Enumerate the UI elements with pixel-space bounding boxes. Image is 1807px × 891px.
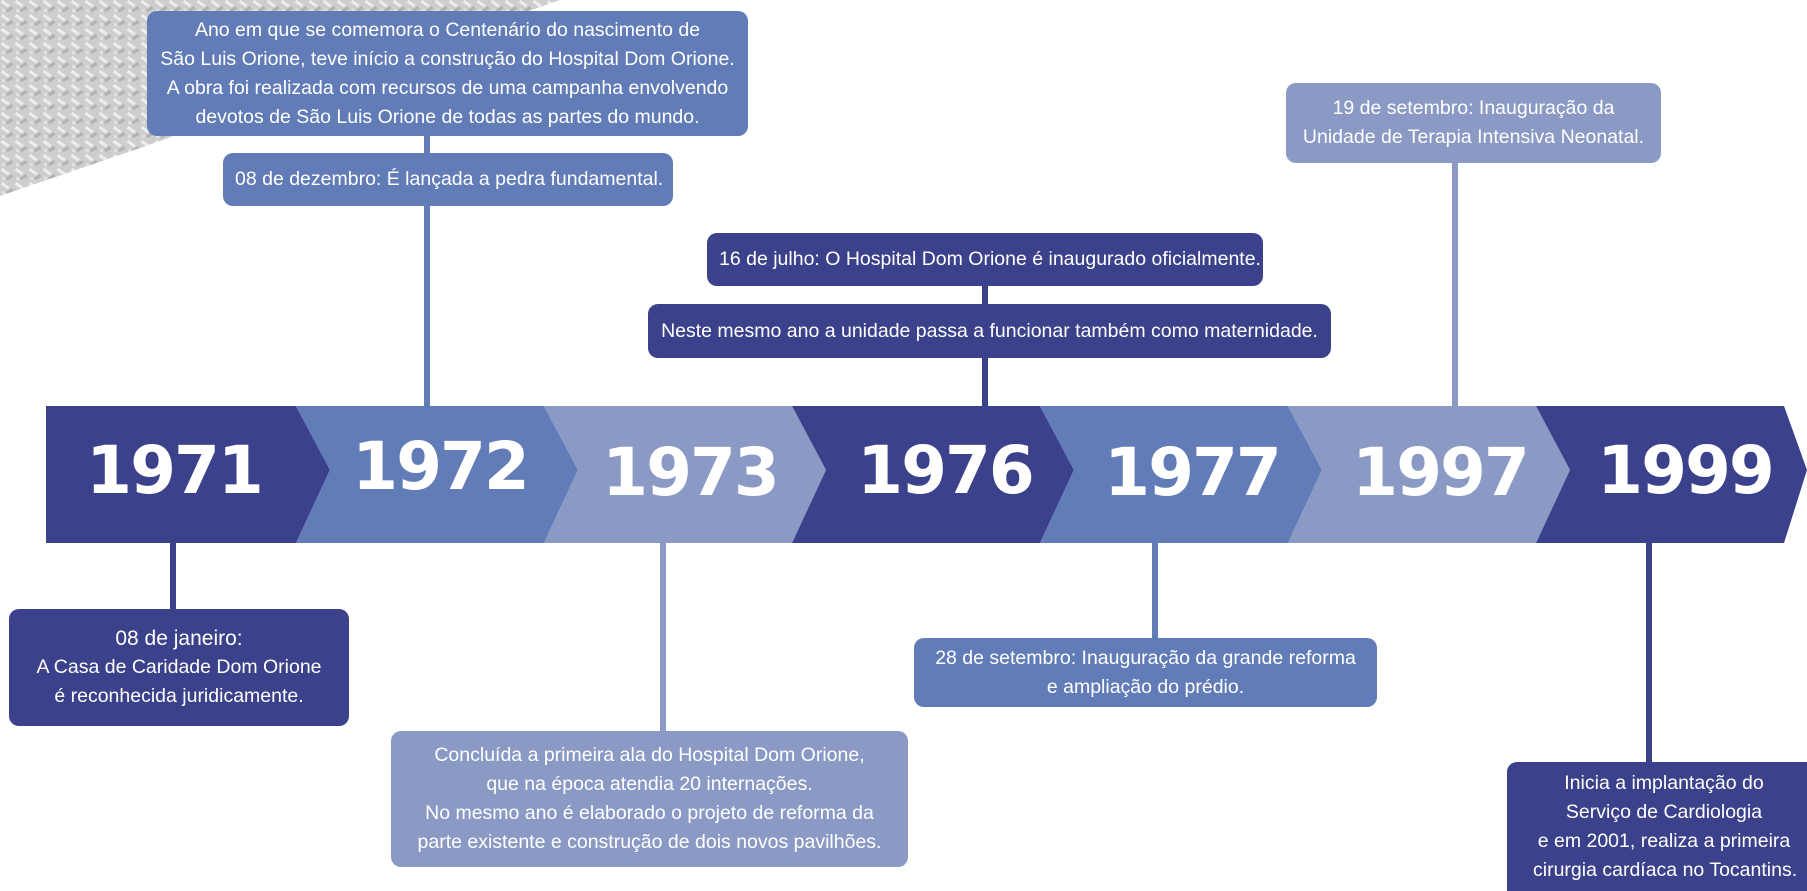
year-chevron-1973 <box>544 406 826 543</box>
event-1999-line-1: Inicia a implantação do <box>1564 771 1764 794</box>
event-1972-foundation-stone-text: 08 de dezembro: É lançada a pedra fundam… <box>235 168 664 190</box>
event-1973-line-1: Concluída a primeira ala do Hospital Dom… <box>434 744 865 766</box>
event-1971-lead: 08 de janeiro: <box>115 627 243 650</box>
year-chevron-1977 <box>1040 406 1322 543</box>
connector-1977 <box>1152 543 1158 639</box>
year-chevron-1999 <box>1536 406 1807 543</box>
event-1999: Inicia a implantação do Serviço de Cardi… <box>1507 762 1807 891</box>
event-1977: 28 de setembro: Inauguração da grande re… <box>914 638 1377 707</box>
event-1973-line-2: que na época atendia 20 internações. <box>486 773 813 795</box>
event-1976-inauguration-text: 16 de julho: O Hospital Dom Orione é ina… <box>719 248 1261 270</box>
event-1972-construction-line-4: devotos de São Luis Orione de todas as p… <box>195 105 700 128</box>
year-chevron-1971 <box>46 406 330 543</box>
event-1972-construction-line-2: São Luis Orione, teve início a construçã… <box>160 47 735 70</box>
event-1997-line-2: Unidade de Terapia Intensiva Neonatal. <box>1302 126 1645 148</box>
event-1972-construction: Ano em que se comemora o Centenário do n… <box>147 11 748 136</box>
event-1999-line-3: e em 2001, realiza a primeira <box>1537 829 1791 852</box>
connector-1973 <box>660 543 666 732</box>
year-chevron-1972 <box>296 406 578 543</box>
year-chevron-1997 <box>1288 406 1570 543</box>
year-label-1973: 1973 <box>602 433 780 511</box>
event-1976-maternity-text: Neste mesmo ano a unidade passa a funcio… <box>661 319 1318 342</box>
year-label-1977: 1977 <box>1104 433 1282 511</box>
year-label-1972: 1972 <box>352 427 530 505</box>
event-1977-line-2: e ampliação do prédio. <box>1046 675 1245 698</box>
year-label-1999: 1999 <box>1597 431 1775 509</box>
year-chevron-1976 <box>792 406 1074 543</box>
connector-1999 <box>1646 543 1652 764</box>
event-1971-line-2: é reconhecida juridicamente. <box>54 685 304 707</box>
year-label-1997: 1997 <box>1352 433 1530 511</box>
event-1973-line-4: parte existente e construção de dois nov… <box>417 831 882 853</box>
connector-1972 <box>424 134 430 406</box>
event-1973: Concluída a primeira ala do Hospital Dom… <box>391 731 908 867</box>
event-1999-line-4: cirurgia cardíaca no Tocantins. <box>1533 858 1798 881</box>
connector-1997 <box>1452 162 1458 406</box>
connector-1971 <box>170 543 176 610</box>
event-1976-inauguration: 16 de julho: O Hospital Dom Orione é ina… <box>707 233 1263 286</box>
event-1999-line-2: Serviço de Cardiologia <box>1565 800 1763 823</box>
event-1997-line-1: 19 de setembro: Inauguração da <box>1332 97 1615 119</box>
event-1971-line-1: A Casa de Caridade Dom Orione <box>36 656 322 678</box>
year-label-1976: 1976 <box>857 431 1035 509</box>
event-1972-construction-line-1: Ano em que se comemora o Centenário do n… <box>194 18 701 41</box>
event-1972-construction-line-3: A obra foi realizada com recursos de uma… <box>166 76 729 99</box>
event-1997: 19 de setembro: Inauguração da Unidade d… <box>1286 83 1661 163</box>
event-1976-maternity: Neste mesmo ano a unidade passa a funcio… <box>648 304 1331 358</box>
event-1973-line-3: No mesmo ano é elaborado o projeto de re… <box>425 802 874 824</box>
event-1977-line-1: 28 de setembro: Inauguração da grande re… <box>935 646 1356 669</box>
year-label-1971: 1971 <box>86 431 264 509</box>
event-1971: 08 de janeiro: A Casa de Caridade Dom Or… <box>9 609 349 726</box>
event-1972-foundation-stone: 08 de dezembro: É lançada a pedra fundam… <box>223 153 673 206</box>
